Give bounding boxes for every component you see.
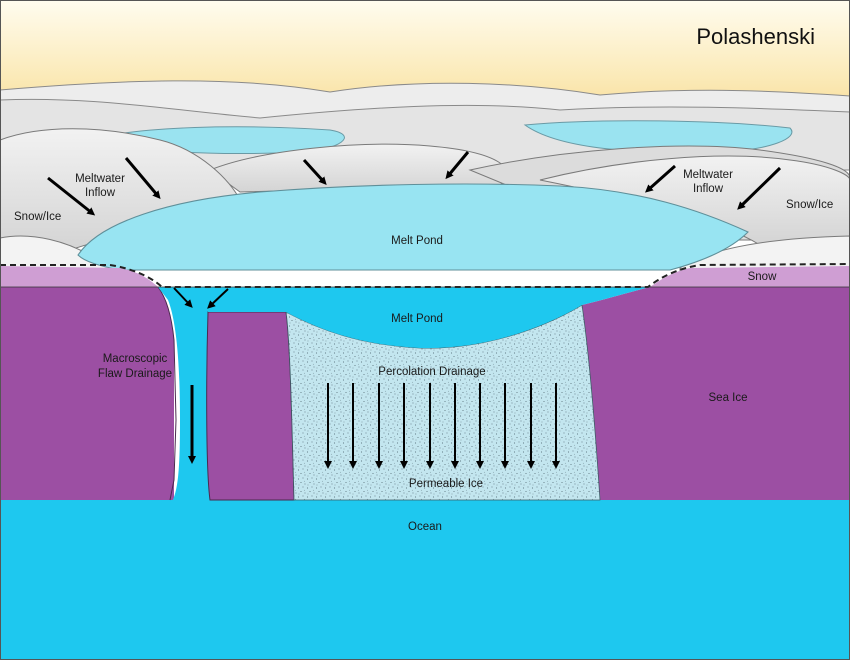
crack-arrow-2 [207, 288, 229, 309]
label-melt-pond-surface: Melt Pond [391, 235, 443, 247]
label-macroscopic-2: Flaw Drainage [98, 368, 172, 380]
label-ocean: Ocean [408, 521, 442, 533]
crack-arrow-1 [173, 287, 193, 308]
sea-ice-middle [206, 311, 295, 501]
inflow-arrows [47, 151, 782, 216]
label-meltwater-inflow-left-2: Inflow [85, 187, 116, 199]
label-sea-ice: Sea Ice [709, 392, 748, 404]
label-snow: Snow [748, 271, 777, 283]
inflow-arrow-top-1 [302, 158, 327, 185]
inflow-arrow-left-1 [47, 176, 96, 216]
flaw-drainage-channel [158, 287, 220, 502]
snow-layer-right [650, 266, 850, 287]
label-snow-ice-left: Snow/Ice [14, 211, 61, 223]
inflow-arrow-right-2 [737, 166, 782, 210]
inflow-arrow-right-1 [645, 164, 676, 193]
label-meltwater-inflow-right-1: Meltwater [683, 169, 733, 181]
label-meltwater-inflow-left-1: Meltwater [75, 173, 125, 185]
inflow-arrow-top-2 [445, 151, 470, 180]
label-macroscopic-1: Macroscopic [103, 353, 168, 365]
inflow-arrow-left-2 [124, 157, 161, 200]
sea-ice-left-edge [157, 286, 177, 501]
label-melt-pond-section: Melt Pond [391, 313, 443, 325]
melt-pond-section [158, 287, 650, 349]
distant-pond-right [523, 120, 793, 153]
label-meltwater-inflow-right-2: Inflow [693, 183, 724, 195]
label-permeable-ice: Permeable Ice [409, 478, 483, 490]
sea-ice-right [582, 287, 850, 500]
label-snow-ice-right: Snow/Ice [786, 199, 833, 211]
snow-layer-left [0, 266, 158, 287]
crack-arrows [173, 287, 229, 309]
sea-ice-left [0, 287, 174, 500]
melt-pond-surface [77, 183, 749, 271]
label-percolation-drainage: Percolation Drainage [378, 366, 485, 378]
ocean [0, 500, 850, 660]
title: Polashenski [696, 24, 815, 49]
percolation-arrows [324, 383, 560, 469]
